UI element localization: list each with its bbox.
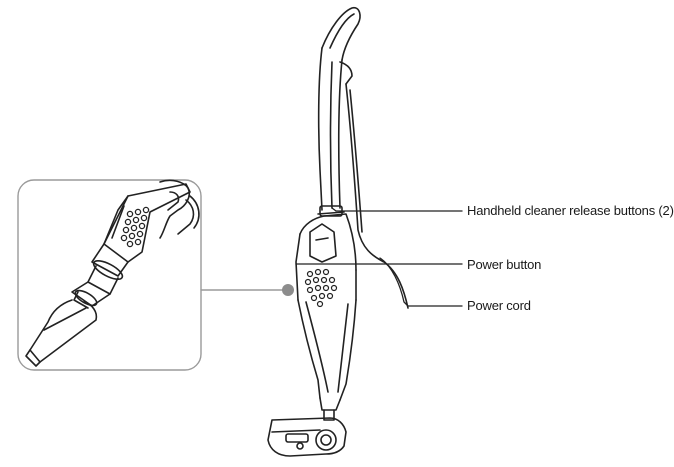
- inset-marker-dot: [282, 284, 294, 296]
- release-buttons-label: Handheld cleaner release buttons (2): [467, 203, 674, 218]
- leader-power-cord: [379, 257, 463, 307]
- handheld-cleaner-detail-icon: [25, 179, 200, 367]
- stick-vacuum-icon: [267, 6, 409, 457]
- power-cord-label: Power cord: [467, 298, 531, 313]
- callout-leaders: [295, 207, 463, 307]
- power-button-label: Power button: [467, 257, 542, 272]
- inset-panel: [17, 179, 202, 371]
